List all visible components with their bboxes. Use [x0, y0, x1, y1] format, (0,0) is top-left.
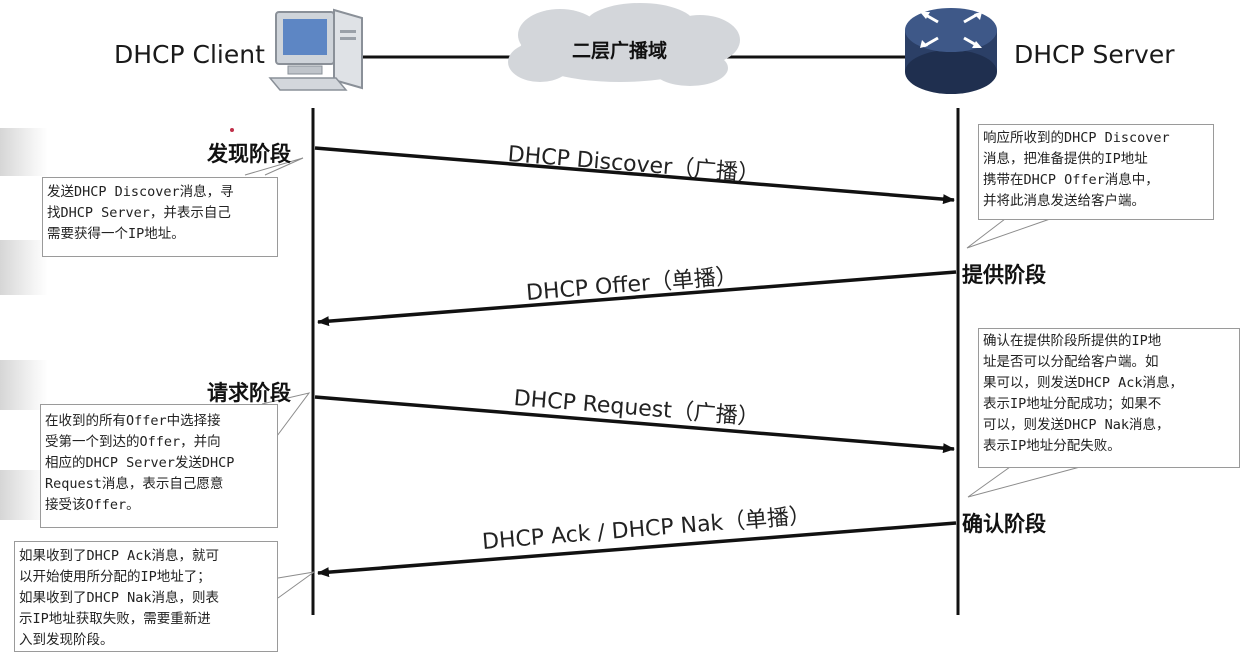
note-line: 表示IP地址分配失败。: [983, 438, 1121, 454]
note-line: 找DHCP Server，并表示自己: [47, 205, 231, 221]
phase-discover: 发现阶段: [207, 142, 291, 166]
note-line: 址是否可以分配给客户端。如: [983, 354, 1159, 370]
phase-request: 请求阶段: [207, 381, 291, 405]
note-line: 以开始使用所分配的IP地址了；: [19, 569, 211, 585]
offer-arrow: [317, 270, 957, 327]
note-ack-client: 如果收到了DHCP Ack消息，就可 以开始使用所分配的IP地址了； 如果收到了…: [14, 541, 278, 652]
server-label: DHCP Server: [1014, 40, 1175, 69]
note-ack-server: 确认在提供阶段所提供的IP地 址是否可以分配给客户端。如 果可以，则发送DHCP…: [978, 328, 1240, 468]
note-line: 果可以，则发送DHCP Ack消息，: [983, 375, 1184, 391]
note-discover: 发送DHCP Discover消息，寻 找DHCP Server，并表示自己 需…: [42, 177, 278, 257]
ack-arrow: [317, 521, 957, 578]
note-line: 相应的DHCP Server发送DHCP: [45, 455, 235, 471]
router-icon: [905, 8, 997, 94]
note-offer: 响应所收到的DHCP Discover 消息，把准备提供的IP地址 携带在DHC…: [978, 124, 1214, 220]
edge-shadow: [0, 128, 48, 176]
discover-arrow: [314, 146, 955, 205]
note-line: 如果收到了DHCP Ack消息，就可: [19, 548, 220, 564]
broadcast-domain-cloud: [508, 3, 740, 86]
marker-dot: [230, 128, 234, 132]
note-line: 可以，则发送DHCP Nak消息，: [983, 417, 1170, 433]
phase-ack: 确认阶段: [962, 512, 1046, 536]
desktop-computer-icon: [268, 8, 363, 91]
note-line: 接受该Offer。: [45, 497, 140, 513]
note-line: 发送DHCP Discover消息，寻: [47, 184, 234, 200]
callout-pointers: [244, 157, 1081, 599]
note-line: 响应所收到的DHCP Discover: [983, 130, 1170, 146]
note-line: 需要获得一个IP地址。: [47, 226, 185, 242]
note-line: 入到发现阶段。: [19, 632, 114, 648]
note-line: 表示IP地址分配成功；如果不: [983, 396, 1162, 412]
edge-shadow: [0, 240, 48, 295]
client-label: DHCP Client: [114, 40, 265, 69]
note-line: 示IP地址获取失败，需要重新进: [19, 611, 211, 627]
broadcast-domain-label: 二层广播域: [572, 40, 668, 62]
note-line: 并将此消息发送给客户端。: [983, 193, 1145, 209]
note-line: 消息，把准备提供的IP地址: [983, 151, 1148, 167]
note-request: 在收到的所有Offer中选择接 受第一个到达的Offer，并向 相应的DHCP …: [40, 404, 278, 528]
request-arrow: [314, 395, 955, 454]
note-line: Request消息，表示自己愿意: [45, 476, 224, 492]
note-line: 受第一个到达的Offer，并向: [45, 434, 221, 450]
edge-shadow: [0, 360, 48, 410]
note-line: 在收到的所有Offer中选择接: [45, 413, 221, 429]
note-line: 携带在DHCP Offer消息中，: [983, 172, 1159, 188]
note-line: 确认在提供阶段所提供的IP地: [983, 333, 1162, 349]
note-line: 如果收到了DHCP Nak消息，则表: [19, 590, 220, 606]
phase-offer: 提供阶段: [962, 263, 1046, 287]
